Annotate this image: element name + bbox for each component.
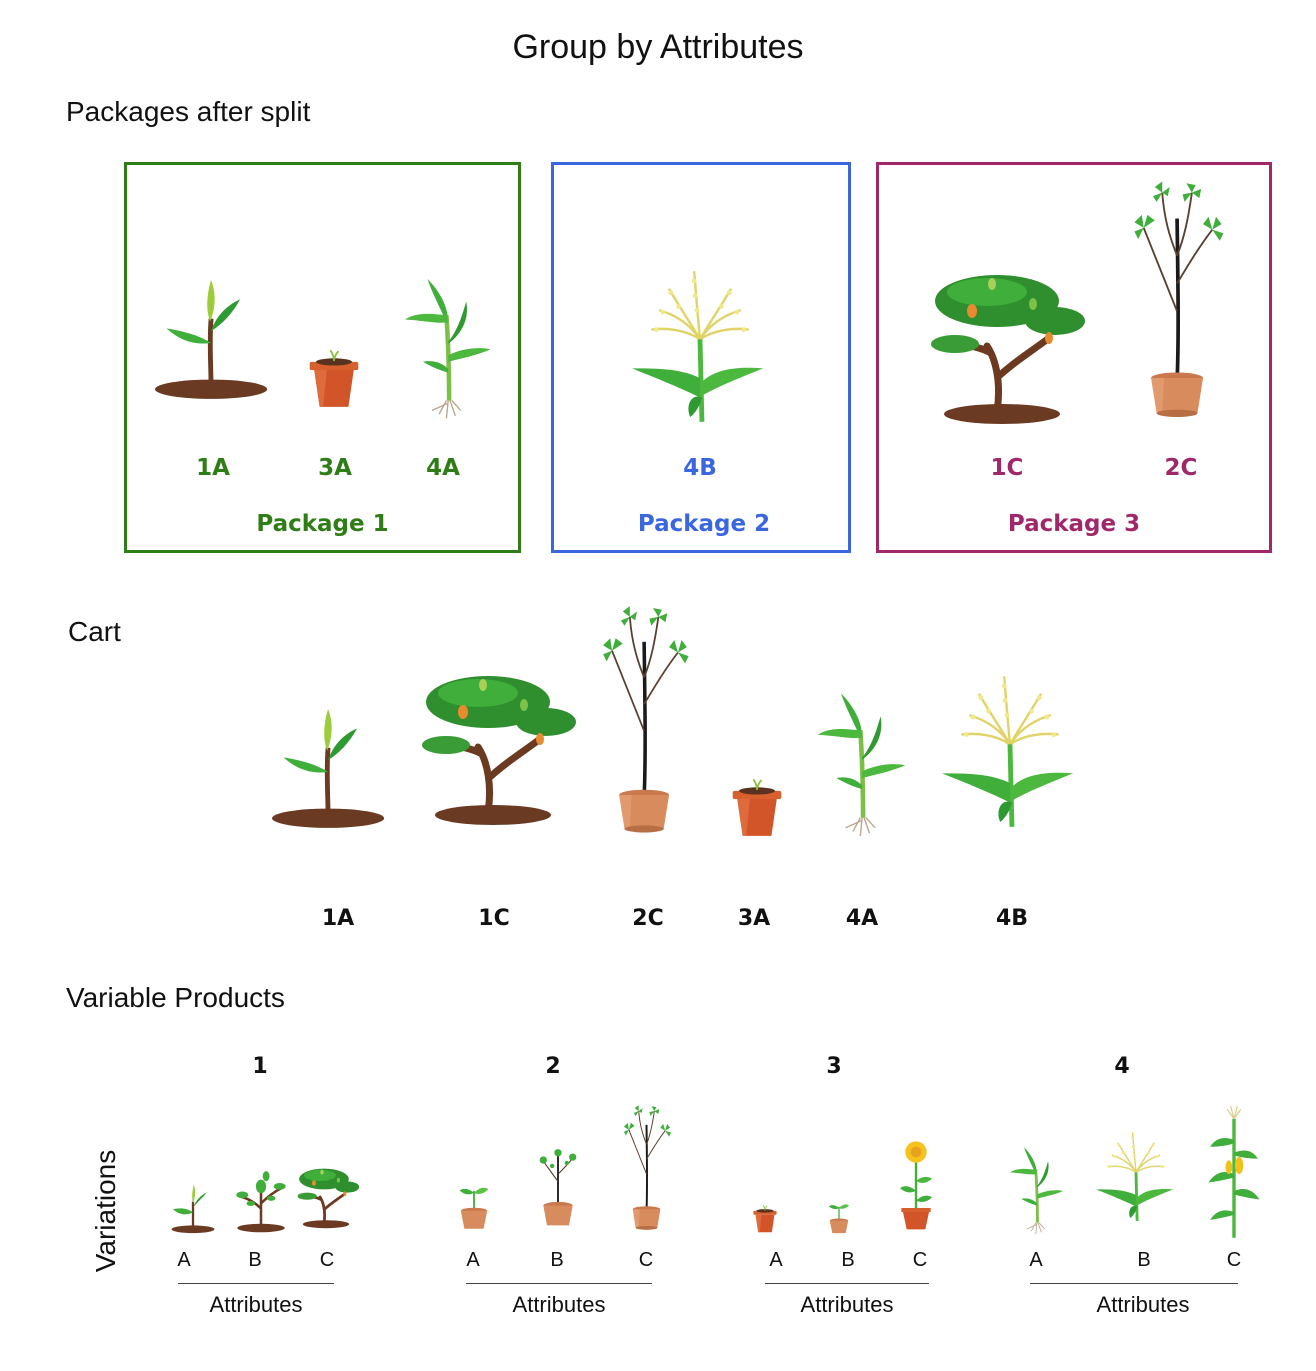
package-2-box: 4B Package 2 bbox=[551, 162, 851, 553]
package-1-item-1a: 1A bbox=[173, 455, 253, 481]
cart-item-4a: 4A bbox=[822, 906, 902, 931]
product-1-variation-b-icon bbox=[234, 1166, 288, 1234]
product-4-attr-a: A bbox=[1024, 1249, 1048, 1272]
package-2-item-4b: 4B bbox=[660, 455, 740, 481]
sapling-1a-icon bbox=[155, 273, 271, 403]
product-1-attr-b: B bbox=[243, 1249, 267, 1272]
corn-4a-icon bbox=[405, 271, 495, 431]
cart-acacia-1c-icon bbox=[418, 658, 578, 836]
product-3-variation-a-icon bbox=[752, 1204, 778, 1234]
cart-tall-tree-2c-icon bbox=[596, 596, 694, 848]
acacia-tree-1c-icon bbox=[927, 265, 1087, 427]
product-1-attr-a: A bbox=[172, 1249, 196, 1272]
product-1-variation-c-icon bbox=[296, 1160, 360, 1234]
section-title-variable-products: Variable Products bbox=[66, 982, 285, 1014]
variations-axis-label: Variations bbox=[90, 1131, 122, 1291]
product-4-number: 4 bbox=[1102, 1054, 1142, 1079]
page-title: Group by Attributes bbox=[0, 28, 1316, 67]
product-4-attr-c: C bbox=[1222, 1249, 1246, 1272]
section-title-packages: Packages after split bbox=[66, 96, 310, 128]
product-2-variation-a-icon bbox=[456, 1166, 492, 1234]
product-2-divider bbox=[466, 1283, 652, 1284]
product-1-attributes-caption: Attributes bbox=[176, 1292, 336, 1318]
product-3-attr-a: A bbox=[764, 1249, 788, 1272]
package-1-box: 1A 3A 4A Package 1 bbox=[124, 162, 521, 553]
product-4-attributes-caption: Attributes bbox=[1063, 1292, 1223, 1318]
product-3-attr-b: B bbox=[836, 1249, 860, 1272]
product-2-attr-a: A bbox=[461, 1249, 485, 1272]
cart-item-1c: 1C bbox=[454, 906, 534, 931]
product-1-number: 1 bbox=[240, 1054, 280, 1079]
product-2-number: 2 bbox=[533, 1054, 573, 1079]
product-2-attr-b: B bbox=[545, 1249, 569, 1272]
package-2-label: Package 2 bbox=[554, 511, 854, 537]
cart-corn-4a-icon bbox=[818, 684, 910, 850]
product-3-variation-b-icon bbox=[824, 1192, 854, 1234]
product-2-variation-b-icon bbox=[536, 1136, 580, 1234]
tassel-corn-4b-icon bbox=[632, 269, 768, 429]
package-3-label: Package 3 bbox=[879, 511, 1269, 537]
cart-item-3a: 3A bbox=[714, 906, 794, 931]
cart-tassel-corn-4b-icon bbox=[942, 674, 1078, 834]
product-4-divider bbox=[1030, 1283, 1238, 1284]
product-4-variation-a-icon bbox=[1010, 1144, 1066, 1240]
product-1-attr-c: C bbox=[315, 1249, 339, 1272]
package-1-item-4a: 4A bbox=[403, 455, 483, 481]
cart-item-1a: 1A bbox=[298, 906, 378, 931]
product-3-attributes-caption: Attributes bbox=[767, 1292, 927, 1318]
product-4-variation-b-icon bbox=[1096, 1130, 1176, 1226]
package-1-label: Package 1 bbox=[127, 511, 518, 537]
product-1-variation-a-icon bbox=[170, 1180, 216, 1234]
product-3-divider bbox=[765, 1283, 929, 1284]
cart-sapling-1a-icon bbox=[272, 700, 388, 834]
tall-tree-pot-2c-icon bbox=[1127, 177, 1229, 427]
package-3-item-1c: 1C bbox=[967, 455, 1047, 481]
pot-3a-icon bbox=[307, 345, 361, 413]
product-4-attr-b: B bbox=[1132, 1249, 1156, 1272]
section-title-cart: Cart bbox=[68, 616, 121, 648]
package-1-item-3a: 3A bbox=[295, 455, 375, 481]
cart-item-2c: 2C bbox=[608, 906, 688, 931]
package-3-box: 1C 2C Package 3 bbox=[876, 162, 1272, 553]
product-1-divider bbox=[178, 1283, 334, 1284]
product-2-variation-c-icon bbox=[620, 1104, 674, 1234]
product-3-variation-c-icon bbox=[896, 1134, 936, 1234]
product-3-number: 3 bbox=[814, 1054, 854, 1079]
product-2-attributes-caption: Attributes bbox=[479, 1292, 639, 1318]
package-3-item-2c: 2C bbox=[1141, 455, 1221, 481]
product-4-variation-c-icon bbox=[1208, 1106, 1260, 1242]
product-2-attr-c: C bbox=[634, 1249, 658, 1272]
cart-pot-3a-icon bbox=[730, 774, 784, 842]
product-3-attr-c: C bbox=[908, 1249, 932, 1272]
cart-item-4b: 4B bbox=[972, 906, 1052, 931]
